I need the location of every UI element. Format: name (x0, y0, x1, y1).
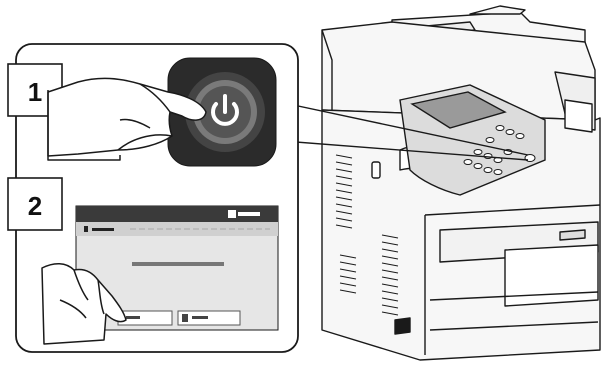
control-panel (399, 84, 546, 196)
dialog-button-right (177, 310, 241, 326)
hand-pointer-icon (47, 77, 207, 161)
step-2-label: 2 (28, 191, 42, 221)
step-1-label: 1 (28, 77, 42, 107)
dialog-message-line (132, 262, 224, 266)
instruction-inset: 1 2 (7, 43, 299, 353)
hand-pointer-icon (41, 263, 127, 345)
header-status-bar (238, 212, 260, 216)
dialog-header (76, 206, 278, 222)
panel-touchscreen (410, 91, 507, 129)
power-icon (211, 94, 239, 126)
callout-lines (269, 99, 529, 161)
header-status-icon (228, 210, 236, 218)
step-2-badge: 2 (7, 177, 63, 231)
printer-icon (321, 5, 601, 361)
